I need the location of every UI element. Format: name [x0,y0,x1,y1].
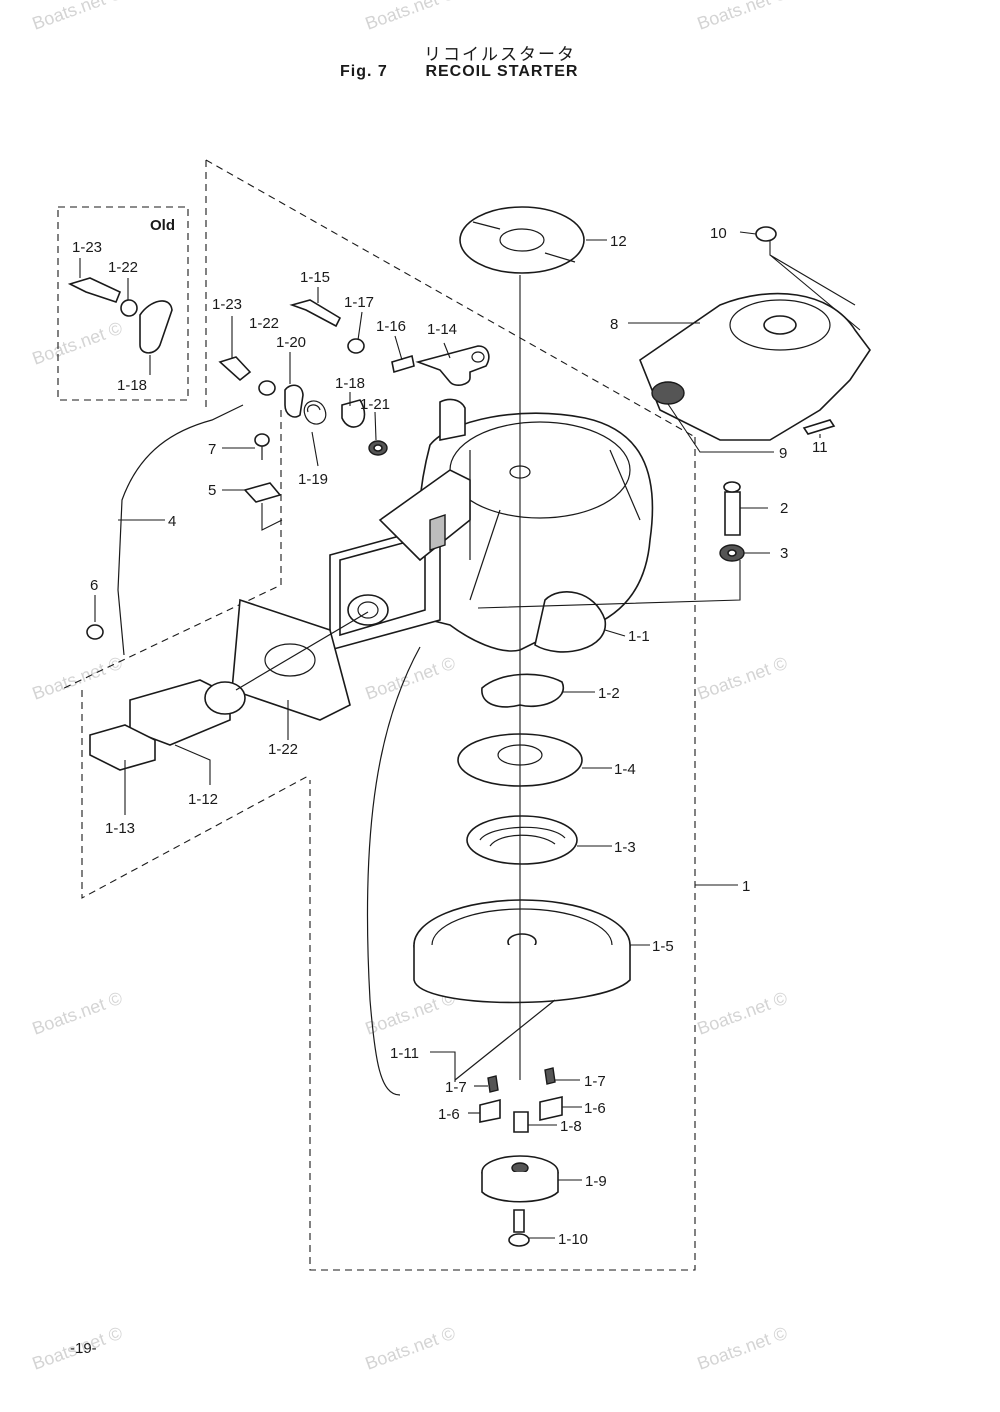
page-number: -19- [70,1340,97,1357]
part-label: 1-4 [614,761,636,778]
part-label: 1-7 [584,1073,606,1090]
part-label: 8 [610,316,618,333]
part-12-plate [459,206,585,274]
part-label: 11 [812,439,828,456]
engine-cover-parts [639,226,871,562]
part-label: 1-20 [276,334,306,351]
watermark: Boats.net © [695,1323,790,1374]
part-label: 1-23 [212,296,242,313]
part-label: 1-19 [298,471,328,488]
part-label: 1-10 [558,1231,588,1248]
part-label: 1-14 [427,321,457,338]
part-label: 9 [779,445,787,462]
part-label: 3 [780,545,788,562]
figure-number: Fig. 7 [340,63,388,80]
figure-title-japanese: リコイルスタータ [424,45,576,65]
part-label: 1-7 [445,1079,467,1096]
part-label: 5 [208,482,216,499]
part-labels: Old 1-23 1-22 1-18 1-15 1-17 1-16 1-14 1… [72,217,828,1248]
handle-parts [89,598,369,771]
part-label: 6 [90,577,98,594]
old-parts [67,277,173,354]
handle-assembly-outline [81,690,311,899]
part-label: 1 [742,878,750,895]
figure-name: RECOIL STARTER [425,63,579,80]
watermark: Boats.net © [363,653,458,704]
part-label: 1-15 [300,269,330,286]
part-1-1-starter-case [329,412,654,653]
part-label: 1-9 [585,1173,607,1190]
watermark: Boats.net © [30,653,125,704]
part-label: 1-12 [188,791,218,808]
part-label: 1-1 [628,628,650,645]
old-parts-box [57,206,189,401]
cable-and-small-parts [86,404,282,656]
figure-title: Fig. 7 RECOIL STARTER [340,63,578,81]
part-label: 1-17 [344,294,374,311]
part-label: 1-8 [560,1118,582,1135]
watermark: Boats.net © [695,0,790,34]
part-label: 1-11 [390,1045,419,1062]
watermark: Boats.net © [695,653,790,704]
assembly-outlines [57,159,696,1271]
part-label: 2 [780,500,788,517]
watermark: Boats.net © [30,318,125,369]
part-label: 1-22 [249,315,279,332]
part-label: 1-6 [438,1106,460,1123]
leader-lines [79,231,861,1239]
watermark: Boats.net © [30,988,125,1039]
part-label: 12 [610,233,627,250]
part-label: 7 [208,441,216,458]
part-label: 1-5 [652,938,674,955]
part-label: 1-22 [268,741,298,758]
part-label: 1-18 [117,377,147,394]
watermark: Boats.net © [363,1323,458,1374]
part-label: 1-13 [105,820,135,837]
watermark: Boats.net © [363,0,458,34]
part-label: 1-3 [614,839,636,856]
old-box-label: Old [150,217,175,234]
watermark: Boats.net © [695,988,790,1039]
part-label: 1-6 [584,1100,606,1117]
part-label: 1-21 [360,396,390,413]
lower-stack-parts [366,646,631,1247]
part-label: 10 [710,225,727,242]
part-label: 1-2 [598,685,620,702]
part-label: 1-16 [376,318,406,335]
part-label: 1-23 [72,239,102,256]
upper-assembly-outline [59,159,696,1271]
lever-parts [218,299,490,456]
watermarks: Boats.net © Boats.net © Boats.net © Boat… [30,0,790,1374]
part-label: 4 [168,513,176,530]
part-label: 1-18 [335,375,365,392]
watermark: Boats.net © [30,0,125,34]
part-label: 1-22 [108,259,138,276]
